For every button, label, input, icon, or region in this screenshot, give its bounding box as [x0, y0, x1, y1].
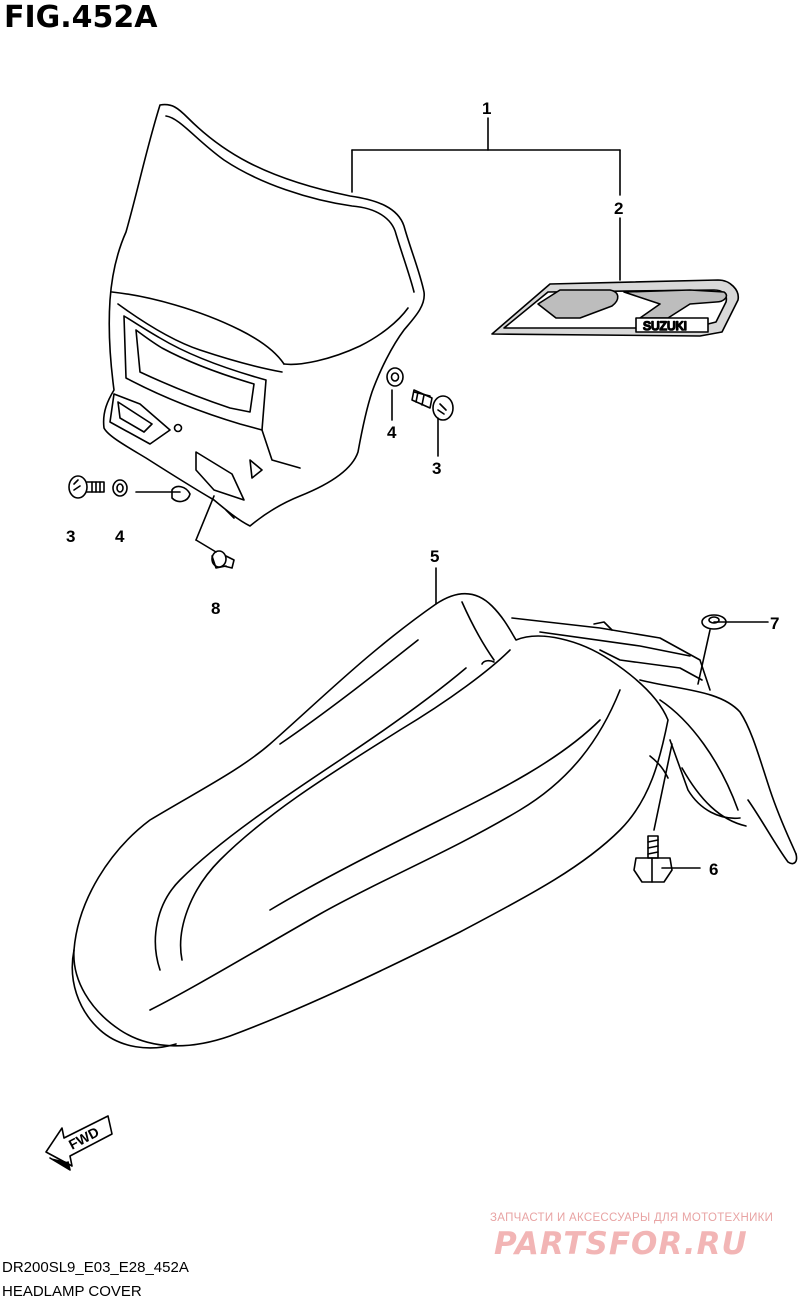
bolt-6 — [633, 835, 673, 883]
decal-brand-text: SUZUKI — [643, 319, 687, 333]
washer-7 — [701, 614, 727, 630]
callout-7: 7 — [770, 614, 779, 633]
callout-3-right: 3 — [432, 459, 441, 478]
figure-title: FIG.452A — [4, 0, 158, 35]
callout-leader-1 — [351, 117, 621, 281]
headlamp-cover — [102, 103, 425, 527]
screw-right — [411, 389, 454, 421]
dr-decal — [491, 279, 740, 337]
callout-8: 8 — [211, 599, 220, 618]
front-fender — [71, 592, 798, 1049]
callout-5: 5 — [430, 547, 439, 566]
screw-left — [68, 475, 105, 499]
watermark-logo: PARTSFOR.RU — [494, 1226, 748, 1262]
callout-4-right: 4 — [387, 423, 397, 442]
section-name: HEADLAMP COVER — [2, 1283, 142, 1300]
callout-6: 6 — [709, 860, 718, 879]
callout-1: 1 — [482, 99, 491, 118]
callout-4-left: 4 — [115, 527, 125, 546]
washer-right — [386, 367, 404, 387]
washer-left — [112, 479, 128, 497]
callout-3-left: 3 — [66, 527, 75, 546]
leader-lines — [135, 389, 769, 869]
grommet-8 — [211, 550, 235, 569]
callout-numbers: 1 2 4 3 3 4 8 5 7 6 — [66, 99, 779, 879]
watermark-tagline: ЗАПЧАСТИ И АКСЕССУАРЫ ДЛЯ МОТОТЕХНИКИ — [490, 1212, 774, 1224]
model-code: DR200SL9_E03_E28_452A — [2, 1259, 189, 1276]
fwd-arrow-icon — [45, 1115, 113, 1171]
callout-2: 2 — [614, 199, 623, 218]
